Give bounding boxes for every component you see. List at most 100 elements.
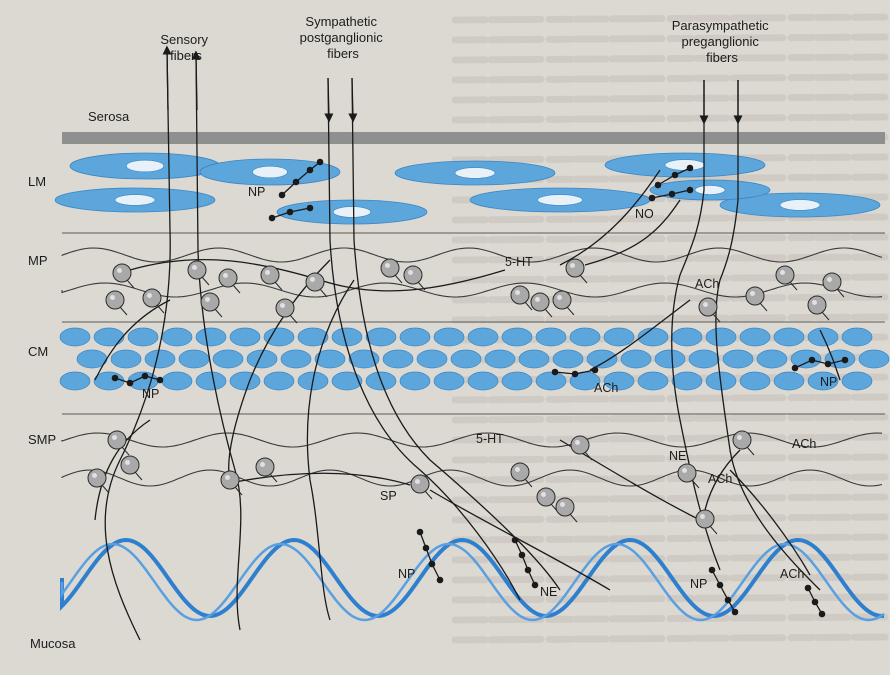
ghost-line <box>455 97 885 100</box>
ghost-line <box>455 77 885 80</box>
varicosity-np-mucosa-right-dot <box>725 597 732 604</box>
ghost-line <box>455 637 885 640</box>
neuron-highlight <box>117 268 122 273</box>
cm-muscle-cell <box>196 372 226 390</box>
neuron <box>699 298 717 316</box>
ghost-line <box>455 617 885 620</box>
ghost-line <box>455 417 885 420</box>
mucosa-label: Mucosa <box>30 636 76 651</box>
varicosity-ach-cm-dot <box>552 369 559 376</box>
ach-label-cm: ACh <box>594 381 618 395</box>
neuron <box>511 286 529 304</box>
serosa-band <box>62 132 885 144</box>
cm-muscle-cell <box>859 350 889 368</box>
cm-muscle-cell <box>332 372 362 390</box>
neuron-highlight <box>515 467 520 472</box>
neuron-highlight <box>260 462 265 467</box>
neuron <box>511 463 529 481</box>
ne-label-mucosa: NE <box>540 585 557 599</box>
ht5-label-smp: 5-HT <box>476 432 504 446</box>
varicosity-np-mucosa-left-dot <box>423 545 430 552</box>
cm-muscle-cell <box>774 372 804 390</box>
neuron-highlight <box>557 295 562 300</box>
varicosity-ach-mucosa-dot <box>819 611 826 618</box>
neuron-highlight <box>125 460 130 465</box>
varicosity-np-mucosa-right-dot <box>732 609 739 616</box>
ghost-line <box>455 217 885 220</box>
ach-label-smp-2: ACh <box>792 437 816 451</box>
cm-muscle-cell <box>757 350 787 368</box>
varicosity-np-lm-dot <box>287 209 294 216</box>
cm-muscle-cell <box>468 372 498 390</box>
neuron-highlight <box>225 475 230 480</box>
neuron-highlight <box>408 270 413 275</box>
cm-muscle-cell <box>638 372 668 390</box>
cm-muscle-cell <box>162 372 192 390</box>
neuron <box>256 458 274 476</box>
cm-muscle-cell <box>485 350 515 368</box>
cm-muscle-cell <box>400 372 430 390</box>
neuron <box>106 291 124 309</box>
cm-muscle-cell <box>774 328 804 346</box>
neuron <box>531 293 549 311</box>
neuron <box>188 261 206 279</box>
cm-muscle-cell <box>264 328 294 346</box>
cm-muscle-cell <box>128 328 158 346</box>
ghost-line <box>455 237 885 240</box>
cm-muscle-cell <box>706 328 736 346</box>
neuron <box>381 259 399 277</box>
lm-cell-nucleus <box>333 207 371 218</box>
ghost-line <box>455 57 885 60</box>
varicosity-np-cm-left-dot <box>127 380 134 387</box>
neuron-highlight <box>192 265 197 270</box>
cm-muscle-cell <box>502 372 532 390</box>
neuron <box>571 436 589 454</box>
neuron-highlight <box>575 440 580 445</box>
serosa-label: Serosa <box>88 109 130 124</box>
np-label-cm-left: NP <box>142 387 159 401</box>
varicosity-no-2-dot <box>649 195 656 202</box>
neuron <box>404 266 422 284</box>
np-label-mucosa-left: NP <box>398 567 415 581</box>
sp-label: SP <box>380 489 397 503</box>
cm-muscle-cell <box>434 328 464 346</box>
cm-muscle-cell <box>230 328 260 346</box>
smp-label: SMP <box>28 432 56 447</box>
ghost-line <box>455 317 885 320</box>
neuron <box>746 287 764 305</box>
ghost-line <box>455 17 885 20</box>
cm-muscle-cell <box>196 328 226 346</box>
varicosity-no-2-dot <box>669 191 676 198</box>
cm-muscle-cell <box>434 372 464 390</box>
lm-cell-nucleus <box>780 200 820 211</box>
neuron <box>808 296 826 314</box>
varicosity-ne-mucosa-dot <box>532 582 539 589</box>
neuron-highlight <box>737 435 742 440</box>
varicosity-np-lm-dot <box>307 205 314 212</box>
neuron-highlight <box>385 263 390 268</box>
cm-muscle-cell <box>179 350 209 368</box>
lm-cell-nucleus <box>695 186 725 195</box>
cm-muscle-cell <box>468 328 498 346</box>
varicosity-np-lm-upper-dot <box>293 179 300 186</box>
cm-muscle-cell <box>230 372 260 390</box>
cm-muscle-cell <box>400 328 430 346</box>
varicosity-np-mucosa-left-dot <box>417 529 424 536</box>
neuron <box>306 273 324 291</box>
lm-cell-nucleus <box>253 166 288 178</box>
neuron-highlight <box>682 468 687 473</box>
varicosity-np-lm-dot <box>269 215 276 222</box>
neuron-highlight <box>703 302 708 307</box>
neuron-highlight <box>750 291 755 296</box>
cm-muscle-cell <box>536 328 566 346</box>
neuron <box>553 291 571 309</box>
neuron-highlight <box>205 297 210 302</box>
np-label-mucosa-right: NP <box>690 577 707 591</box>
neuron <box>776 266 794 284</box>
neuron <box>556 498 574 516</box>
neuron-highlight <box>223 273 228 278</box>
cm-muscle-cell <box>638 328 668 346</box>
cm-muscle-cell <box>349 350 379 368</box>
varicosity-np-lm-upper-dot <box>279 192 286 199</box>
